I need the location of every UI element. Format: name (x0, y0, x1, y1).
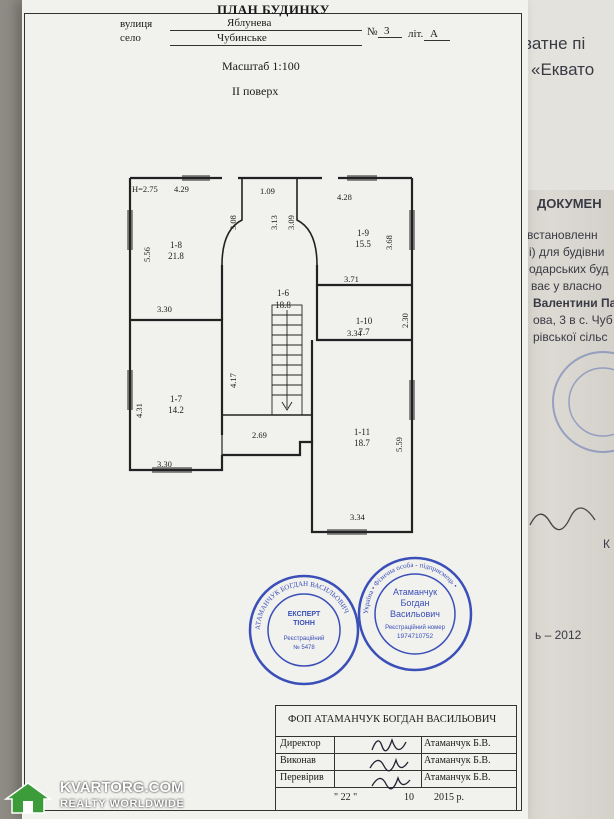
street-value: Яблунева (227, 17, 272, 29)
watermark-tagline: REALTY WORLDWIDE (60, 798, 185, 810)
title-block-row-date: " 22 " 10 2015 р. (276, 787, 516, 810)
bg-line: одарських буд (529, 262, 609, 276)
fop-stamp: Україна • Фізична особа - підприємець • … (357, 556, 473, 672)
bg-line: «Еквато (531, 60, 595, 79)
dim-4-31: 4.31 (134, 403, 144, 418)
village-value: Чубинське (217, 32, 267, 44)
date-month: 10 (404, 792, 414, 803)
room-1-7-area: 14.2 (168, 405, 184, 415)
bg-line: рівської сільс (533, 330, 608, 344)
number-underline (378, 37, 402, 38)
dim-3-30-bottom: 3.30 (157, 459, 172, 469)
date-day: " 22 " (334, 792, 358, 803)
title-block-divider (421, 736, 422, 787)
bg-stamp-fragment (552, 351, 614, 453)
dim-1-09: 1.09 (260, 186, 275, 196)
role-name: Атаманчук Б.В. (424, 772, 491, 783)
dim-3-30-top: 3.30 (157, 304, 172, 314)
role-label: Виконав (280, 755, 316, 766)
litera-underline (424, 40, 450, 41)
sheet-frame (24, 13, 522, 811)
room-1-8-area: 21.8 (168, 251, 184, 261)
bg-line: встановленн (527, 228, 598, 242)
dim-5-59: 5.59 (394, 437, 404, 452)
fop-stamp-line4: Реєстраційний номер (385, 624, 445, 631)
room-1-10-area: 7.7 (358, 327, 370, 337)
bg-signature (529, 507, 596, 531)
litera-label: літ. (408, 28, 424, 40)
watermark: KVARTORG.COM REALTY WORLDWIDE (0, 777, 190, 819)
dim-4-17: 4.17 (228, 373, 238, 388)
expert-stamp-line2: ТІОНН (293, 620, 315, 627)
dim-3-13: 3.13 (269, 215, 279, 230)
scale-label: Масштаб 1:100 (222, 59, 300, 73)
title-block-row-director: Директор Атаманчук Б.В. (276, 736, 516, 753)
dim-3-34-top: 3.34 (347, 328, 363, 338)
number-label: № (367, 26, 378, 38)
date-year: 2015 р. (434, 792, 464, 803)
fop-stamp-line1: Атаманчук (393, 587, 437, 597)
title-block-row-executor: Виконав Атаманчук Б.В. (276, 753, 516, 770)
room-1-11-id: 1-11 (354, 427, 370, 437)
dim-4-28: 4.28 (337, 192, 352, 202)
bg-line: ова, 3 в с. Чуб (533, 313, 613, 327)
fop-stamp-line3: Васильович (390, 609, 440, 619)
expert-stamp: АТАМАНЧУК БОГДАН ВАСИЛЬОВИЧ ЕКСПЕРТ ТІОН… (248, 574, 360, 686)
bg-line: і) для будівни (529, 245, 605, 259)
role-name: Атаманчук Б.В. (424, 755, 491, 766)
dim-4-29: 4.29 (174, 184, 189, 194)
watermark-site: KVARTORG.COM (60, 779, 184, 796)
dim-2-69: 2.69 (252, 430, 267, 440)
dim-3-09: 3.09 (286, 215, 296, 230)
room-1-6-id: 1-6 (277, 288, 289, 298)
role-label: Перевірив (280, 772, 324, 783)
expert-stamp-line4: № 5478 (293, 644, 315, 651)
bg-line: ь – 2012 (535, 628, 582, 642)
dim-3-08: 3.08 (228, 215, 238, 230)
floor-plan: Н=2.75 4.29 1.09 4.28 5.56 3.08 3.13 3.0… (127, 175, 415, 535)
dim-height: Н=2.75 (132, 184, 158, 194)
floor-label: ІІ поверх (232, 84, 279, 98)
dim-3-71: 3.71 (344, 274, 359, 284)
dim-3-34-bottom: 3.34 (350, 512, 366, 522)
village-underline (170, 45, 362, 46)
signatures (369, 737, 411, 790)
village-label: село (120, 32, 141, 44)
room-1-9-id: 1-9 (357, 228, 369, 238)
dim-5-56: 5.56 (142, 247, 152, 262)
role-name: Атаманчук Б.В. (424, 738, 491, 749)
expert-stamp-line1: ЕКСПЕРТ (288, 611, 321, 618)
role-label: Директор (280, 738, 321, 749)
bg-line: Валентини Па (533, 296, 614, 310)
litera-value: А (430, 28, 438, 40)
plan-sheet: ПЛАН БУДИНКУ вулиця Яблунева № 3 літ. А … (22, 0, 528, 819)
house-logo-icon (4, 782, 52, 814)
title-block-org: ФОП АТАМАНЧУК БОГДАН ВАСИЛЬОВИЧ (288, 714, 497, 725)
bg-line: ває у власно (531, 279, 602, 293)
dim-2-30: 2.30 (400, 313, 410, 328)
bg-line: ДОКУМЕН (537, 196, 602, 211)
fop-stamp-line2: Богдан (400, 598, 429, 608)
room-1-10-id: 1-10 (356, 316, 373, 326)
room-1-11-area: 18.7 (354, 438, 370, 448)
title-block: ФОП АТАМАНЧУК БОГДАН ВАСИЛЬОВИЧ Директор… (275, 705, 517, 811)
room-1-8-id: 1-8 (170, 240, 182, 250)
plan-title: ПЛАН БУДИНКУ (217, 2, 330, 17)
bg-line: К (603, 537, 610, 551)
bg-line: ватне пі (523, 34, 586, 53)
dim-3-68: 3.68 (384, 235, 394, 250)
street-label: вулиця (120, 18, 153, 30)
room-1-9-area: 15.5 (355, 239, 371, 249)
fop-stamp-line5: 1974710752 (397, 633, 434, 640)
room-1-7-id: 1-7 (170, 394, 182, 404)
room-1-6-area: 18.8 (275, 300, 291, 310)
expert-stamp-line3: Реєстраційний (284, 635, 325, 642)
street-underline (170, 30, 362, 31)
number-value: 3 (384, 25, 390, 37)
title-block-row-checker: Перевірив Атаманчук Б.В. (276, 770, 516, 787)
title-block-divider (334, 736, 335, 787)
